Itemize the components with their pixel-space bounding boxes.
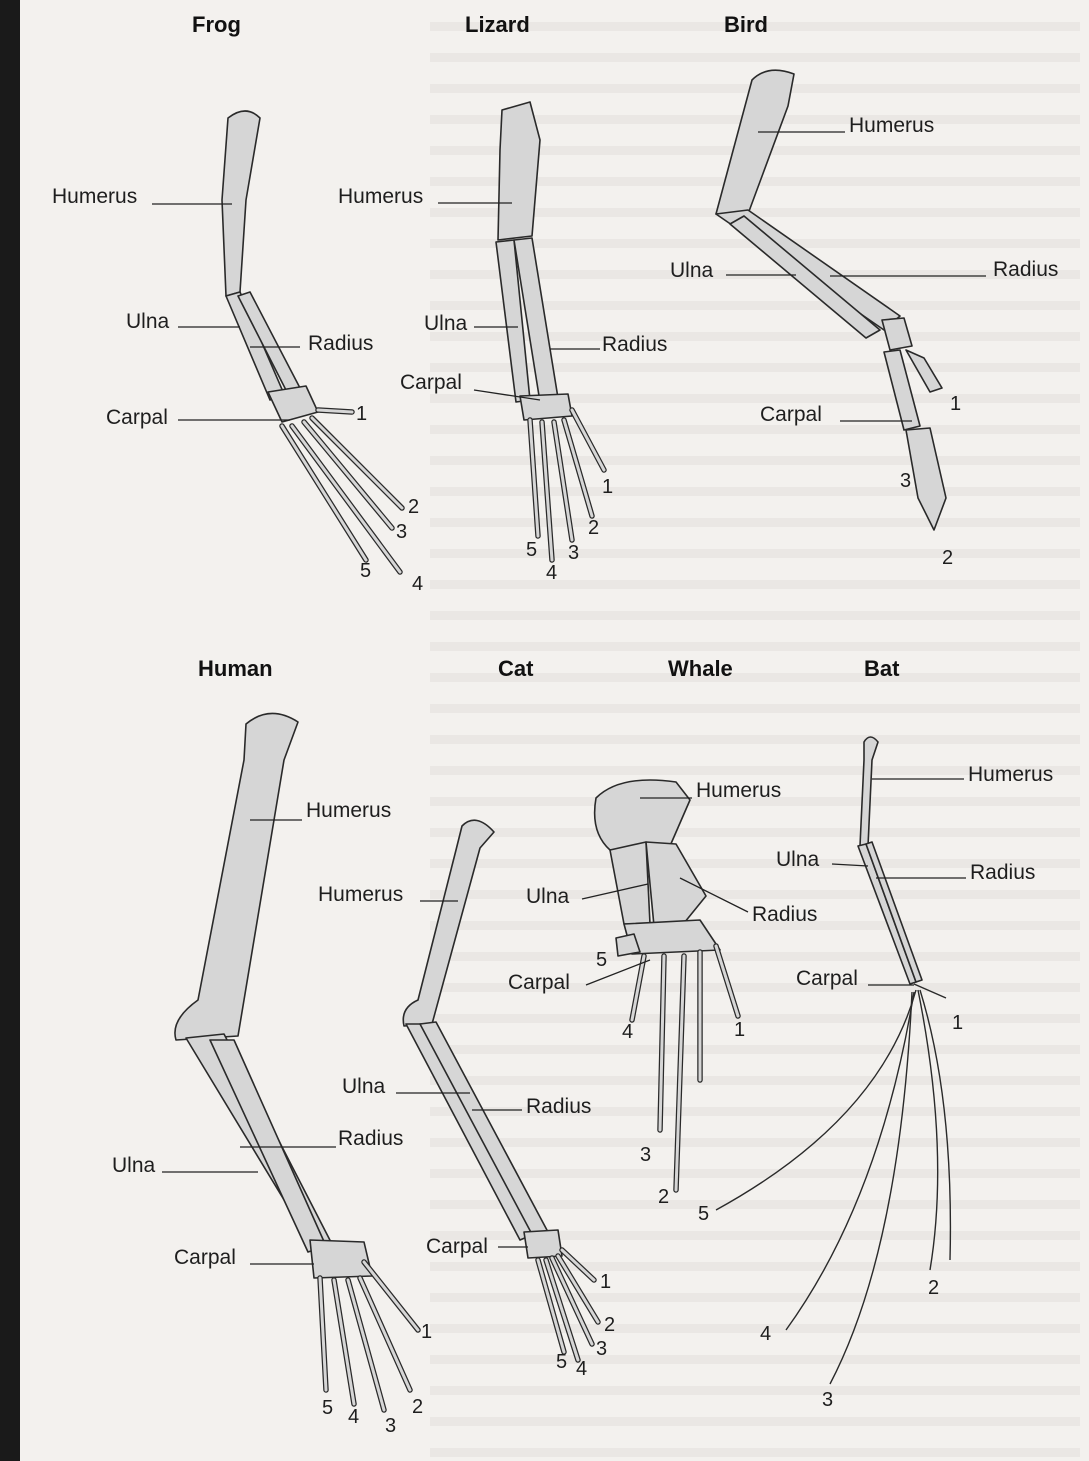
lizard-digit-2: 2 xyxy=(588,518,599,538)
bat-digit-4: 4 xyxy=(760,1324,771,1344)
bird-radius-label: Radius xyxy=(993,259,1058,280)
human-digit-5: 5 xyxy=(322,1398,333,1418)
cat-carpal-label: Carpal xyxy=(426,1236,488,1257)
title-bird: Bird xyxy=(724,14,768,36)
bat-limb xyxy=(716,737,950,1384)
frog-digit-1: 1 xyxy=(356,404,367,424)
bird-ulna-label: Ulna xyxy=(670,260,713,281)
frog-digit-5: 5 xyxy=(360,561,371,581)
cat-ulna-label: Ulna xyxy=(342,1076,385,1097)
whale-digit-3: 3 xyxy=(640,1145,651,1165)
bat-digit-5: 5 xyxy=(698,1204,709,1224)
bat-radius-label: Radius xyxy=(970,862,1035,883)
whale-digit-2: 2 xyxy=(658,1187,669,1207)
frog-digit-2: 2 xyxy=(408,497,419,517)
lizard-ulna-label: Ulna xyxy=(424,313,467,334)
frog-digit-4: 4 xyxy=(412,574,423,594)
whale-digit-4: 4 xyxy=(622,1022,633,1042)
lizard-carpal-label: Carpal xyxy=(400,372,462,393)
bat-humerus-label: Humerus xyxy=(968,764,1053,785)
human-digit-3: 3 xyxy=(385,1416,396,1436)
frog-ulna-label: Ulna xyxy=(126,311,169,332)
lizard-digit-4: 4 xyxy=(546,563,557,583)
whale-ulna-label: Ulna xyxy=(526,886,569,907)
human-humerus-label: Humerus xyxy=(306,800,391,821)
lizard-digit-5: 5 xyxy=(526,540,537,560)
bat-digit-1: 1 xyxy=(952,1013,963,1033)
title-frog: Frog xyxy=(192,14,241,36)
whale-carpal-label: Carpal xyxy=(508,972,570,993)
bird-limb xyxy=(716,70,946,530)
whale-humerus-label: Humerus xyxy=(696,780,781,801)
frog-humerus-label: Humerus xyxy=(52,186,137,207)
cat-digit-1: 1 xyxy=(600,1272,611,1292)
human-digit-2: 2 xyxy=(412,1397,423,1417)
human-radius-label: Radius xyxy=(338,1128,403,1149)
human-ulna-label: Ulna xyxy=(112,1155,155,1176)
cat-digit-2: 2 xyxy=(604,1315,615,1335)
frog-digit-3: 3 xyxy=(396,522,407,542)
bird-digit-1: 1 xyxy=(950,394,961,414)
lizard-radius-label: Radius xyxy=(602,334,667,355)
lizard-humerus-label: Humerus xyxy=(338,186,423,207)
whale-digit-5: 5 xyxy=(596,950,607,970)
human-carpal-label: Carpal xyxy=(174,1247,236,1268)
bat-digit-2: 2 xyxy=(928,1278,939,1298)
cat-humerus-label: Humerus xyxy=(318,884,403,905)
title-lizard: Lizard xyxy=(465,14,530,36)
lizard-digit-1: 1 xyxy=(602,477,613,497)
cat-digit-3: 3 xyxy=(596,1339,607,1359)
whale-digit-1: 1 xyxy=(734,1020,745,1040)
bird-digit-3: 3 xyxy=(900,471,911,491)
bat-ulna-label: Ulna xyxy=(776,849,819,870)
lizard-digit-3: 3 xyxy=(568,543,579,563)
title-whale: Whale xyxy=(668,658,733,680)
bat-digit-3: 3 xyxy=(822,1390,833,1410)
bird-digit-2: 2 xyxy=(942,548,953,568)
human-digit-4: 4 xyxy=(348,1407,359,1427)
whale-radius-label: Radius xyxy=(752,904,817,925)
bird-carpal-label: Carpal xyxy=(760,404,822,425)
human-digit-1: 1 xyxy=(421,1322,432,1342)
title-human: Human xyxy=(198,658,273,680)
bat-carpal-label: Carpal xyxy=(796,968,858,989)
frog-carpal-label: Carpal xyxy=(106,407,168,428)
frog-radius-label: Radius xyxy=(308,333,373,354)
cat-radius-label: Radius xyxy=(526,1096,591,1117)
whale-limb xyxy=(595,780,738,1190)
lizard-limb xyxy=(496,102,604,560)
title-cat: Cat xyxy=(498,658,533,680)
cat-digit-5: 5 xyxy=(556,1352,567,1372)
cat-digit-4: 4 xyxy=(576,1359,587,1379)
bird-humerus-label: Humerus xyxy=(849,115,934,136)
title-bat: Bat xyxy=(864,658,899,680)
